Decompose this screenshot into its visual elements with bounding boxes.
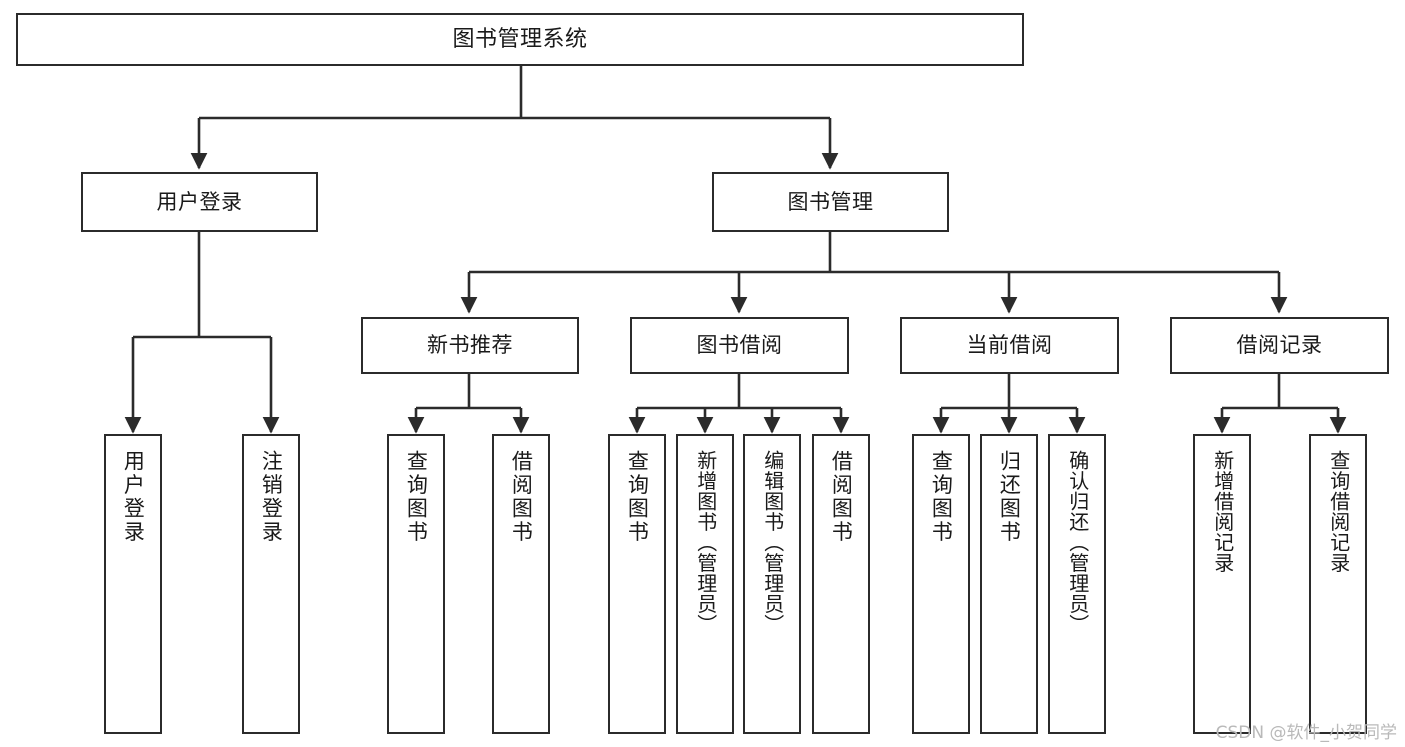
- leaf-return-book[interactable]: 归还图书: [980, 434, 1038, 734]
- leaf-user-login[interactable]: 用户登录: [104, 434, 162, 734]
- node-label: 用户登录: [121, 450, 146, 544]
- node-label: 编辑图书（管理员）: [760, 450, 785, 635]
- leaf-borrow-book-borrow[interactable]: 借阅图书: [812, 434, 870, 734]
- node-label: 归还图书: [997, 450, 1022, 544]
- node-book-management[interactable]: 图书管理: [712, 172, 949, 232]
- node-label: 查询图书: [404, 450, 429, 544]
- node-current-borrow[interactable]: 当前借阅: [900, 317, 1119, 374]
- leaf-query-borrow-record[interactable]: 查询借阅记录: [1309, 434, 1367, 734]
- node-new-book-recommend[interactable]: 新书推荐: [361, 317, 579, 374]
- node-label: 借阅图书: [829, 450, 854, 544]
- leaf-query-book-borrow[interactable]: 查询图书: [608, 434, 666, 734]
- node-label: 新书推荐: [427, 333, 513, 358]
- node-label: 确认归还（管理员）: [1065, 450, 1090, 635]
- node-label: 新增图书（管理员）: [693, 450, 718, 635]
- node-label: 查询图书: [929, 450, 954, 544]
- leaf-edit-book-admin[interactable]: 编辑图书（管理员）: [743, 434, 801, 734]
- node-label: 借阅记录: [1236, 333, 1323, 358]
- node-label: 用户登录: [156, 189, 243, 214]
- node-label: 注销登录: [259, 450, 284, 544]
- node-root-book-management-system[interactable]: 图书管理系统: [16, 13, 1024, 66]
- node-label: 图书借阅: [696, 333, 783, 358]
- leaf-query-book-recommend[interactable]: 查询图书: [387, 434, 445, 734]
- node-borrow-record[interactable]: 借阅记录: [1170, 317, 1389, 374]
- node-label: 图书管理系统: [452, 26, 588, 52]
- leaf-confirm-return-admin[interactable]: 确认归还（管理员）: [1048, 434, 1106, 734]
- node-label: 借阅图书: [509, 450, 534, 544]
- node-label: 新增借阅记录: [1210, 450, 1235, 573]
- leaf-borrow-book-recommend[interactable]: 借阅图书: [492, 434, 550, 734]
- node-label: 查询图书: [625, 450, 650, 544]
- leaf-add-book-admin[interactable]: 新增图书（管理员）: [676, 434, 734, 734]
- node-book-borrow[interactable]: 图书借阅: [630, 317, 849, 374]
- leaf-logout-login[interactable]: 注销登录: [242, 434, 300, 734]
- csdn-watermark: CSDN @软件_小贺同学: [1215, 723, 1397, 743]
- node-label: 当前借阅: [966, 333, 1053, 358]
- node-label: 图书管理: [787, 189, 874, 214]
- leaf-add-borrow-record[interactable]: 新增借阅记录: [1193, 434, 1251, 734]
- node-user-login[interactable]: 用户登录: [81, 172, 318, 232]
- leaf-query-book-current[interactable]: 查询图书: [912, 434, 970, 734]
- node-label: 查询借阅记录: [1326, 450, 1351, 573]
